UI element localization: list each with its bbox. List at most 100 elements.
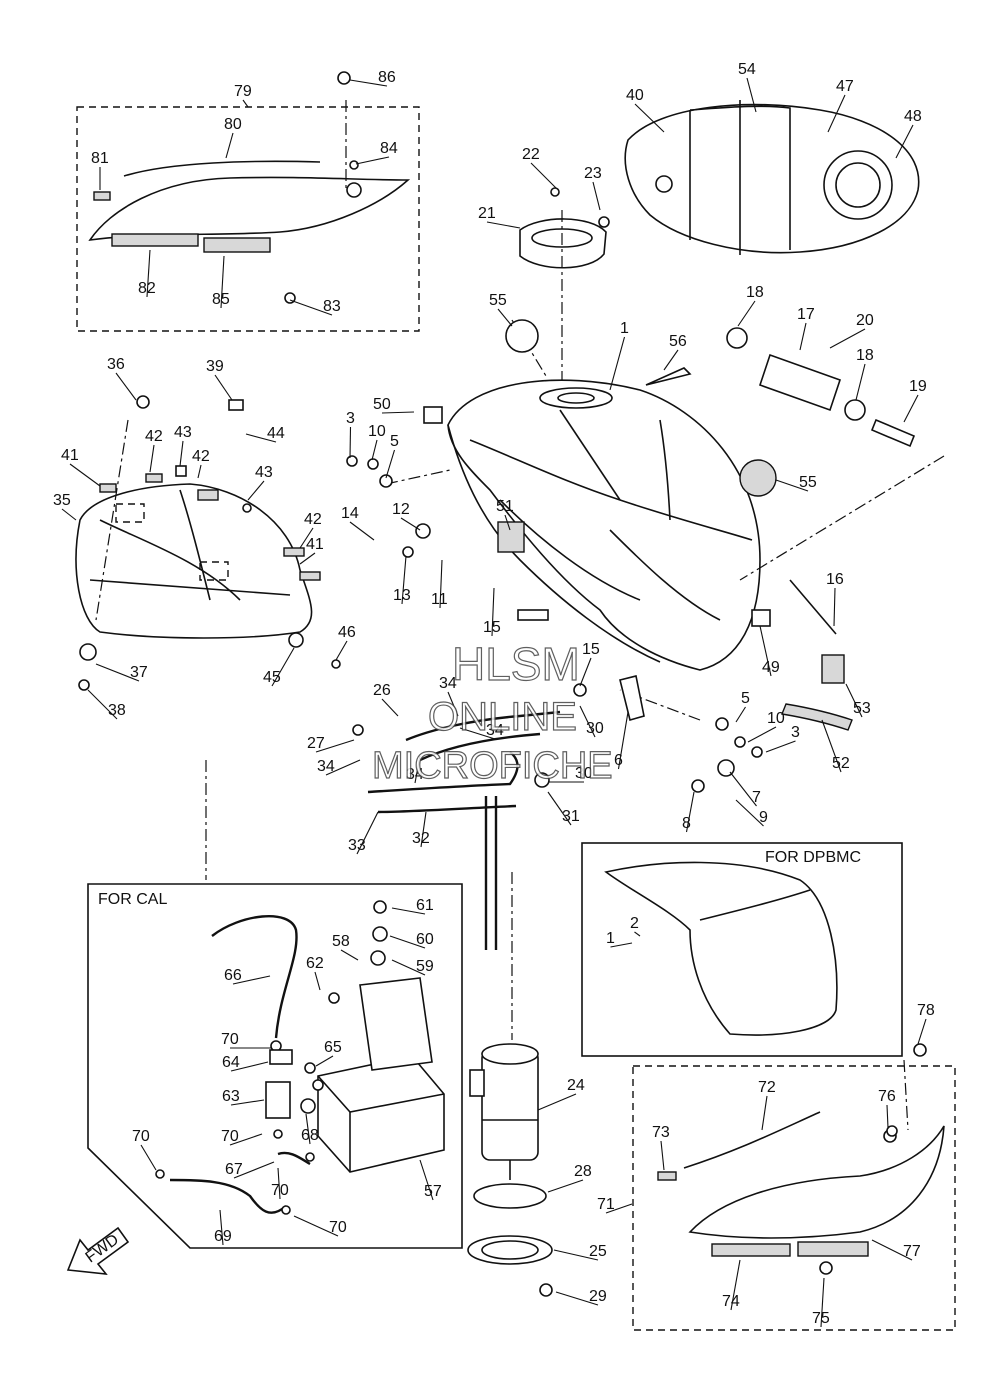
callout-30: 30 — [579, 705, 604, 738]
callout-number: 22 — [522, 146, 540, 163]
callout-43: 43 — [174, 424, 192, 467]
callout-number: 27 — [307, 735, 325, 752]
callout-number: 2 — [630, 915, 639, 932]
callout-number: 18 — [856, 347, 874, 364]
callout-number: 41 — [61, 447, 79, 464]
callout-number: 40 — [626, 87, 644, 104]
callout-3: 3 — [346, 410, 355, 459]
callout-70: 70 — [221, 1128, 263, 1146]
callout-number: 70 — [271, 1182, 289, 1199]
leader-line — [447, 691, 459, 717]
callout-28: 28 — [547, 1163, 592, 1193]
callout-number: 12 — [392, 501, 410, 518]
leader-line — [401, 555, 407, 605]
leader-line — [349, 426, 352, 459]
callout-number: 20 — [856, 312, 874, 329]
leader-line — [245, 433, 277, 443]
callout-3: 3 — [765, 724, 800, 753]
callout-14: 14 — [341, 505, 375, 541]
callout-number: 38 — [108, 702, 126, 719]
canister — [317, 977, 445, 1173]
callout-number: 5 — [390, 433, 399, 450]
callout-number: 43 — [255, 464, 273, 481]
callout-number: 85 — [212, 291, 230, 308]
callout-number: 50 — [373, 396, 391, 413]
callout-number: 56 — [669, 333, 687, 350]
leader-line — [685, 791, 695, 833]
callout-number: 3 — [346, 410, 355, 427]
callout-45: 45 — [263, 647, 295, 687]
group-box-for-dpbmc — [581, 842, 903, 1057]
leader-line — [605, 1203, 633, 1214]
hardware — [78, 71, 927, 1297]
callout-27: 27 — [307, 735, 355, 753]
callout-60: 60 — [389, 931, 434, 949]
leader-line — [799, 322, 807, 351]
callout-number: 9 — [759, 809, 768, 826]
callout-number: 55 — [489, 292, 507, 309]
callout-number: 15 — [582, 641, 600, 658]
callout-63: 63 — [222, 1088, 265, 1106]
callout-number: 47 — [836, 78, 854, 95]
callout-53: 53 — [845, 683, 871, 718]
leader-line — [821, 719, 842, 773]
leader-line — [232, 975, 271, 985]
callout-70: 70 — [221, 1031, 272, 1049]
group-box-for-cal — [87, 883, 463, 1249]
callout-11: 11 — [431, 559, 448, 609]
callout-number: 45 — [263, 669, 281, 686]
leader-line — [845, 683, 863, 718]
callout-number: 13 — [393, 587, 411, 604]
leader-line — [547, 791, 572, 826]
leader-line — [579, 657, 592, 687]
callout-number: 1 — [606, 930, 615, 947]
leader-line — [617, 711, 629, 770]
leader-line — [381, 698, 399, 717]
callout-43: 43 — [247, 464, 273, 501]
callout-40: 40 — [626, 87, 665, 133]
watermark: HLSM ONLINE MICROFICHE — [371, 637, 613, 787]
leader-line — [553, 1249, 599, 1261]
callout-75: 75 — [812, 1277, 830, 1328]
callout-20: 20 — [829, 312, 874, 349]
callout-52: 52 — [821, 719, 850, 773]
callout-46: 46 — [335, 624, 356, 661]
leader-line — [886, 1104, 889, 1129]
callout-number: 71 — [597, 1196, 615, 1213]
leader-line — [663, 349, 679, 371]
leader-line — [504, 514, 511, 531]
callout-6: 6 — [614, 711, 629, 770]
leader-line — [747, 726, 777, 743]
callout-number: 73 — [652, 1124, 670, 1141]
leader-line — [820, 1277, 825, 1328]
leader-line — [385, 449, 396, 479]
callout-2: 2 — [630, 915, 641, 937]
callout-18: 18 — [855, 347, 874, 401]
leader-line — [349, 521, 375, 541]
callout-number: 34 — [439, 675, 457, 692]
callout-number: 42 — [304, 511, 322, 528]
callout-number: 16 — [826, 571, 844, 588]
callout-number: 10 — [368, 423, 386, 440]
callout-42: 42 — [145, 428, 163, 473]
callout-number: 14 — [341, 505, 359, 522]
callout-22: 22 — [522, 146, 557, 189]
watermark-line-3: MICROFICHE — [372, 745, 613, 787]
leader-line — [737, 300, 756, 327]
leader-line — [197, 464, 202, 479]
callout-54: 54 — [738, 61, 757, 113]
callout-34: 34 — [406, 755, 424, 784]
callout-85: 85 — [212, 255, 230, 309]
callout-55: 55 — [489, 292, 513, 327]
leader-line — [219, 1209, 224, 1246]
leader-line — [592, 181, 601, 211]
leader-line — [349, 79, 388, 87]
callout-71: 71 — [597, 1196, 633, 1214]
callout-16: 16 — [826, 571, 844, 627]
callout-number: 57 — [424, 1183, 442, 1200]
callout-number: 75 — [812, 1310, 830, 1327]
callout-number: 60 — [416, 931, 434, 948]
callout-26: 26 — [373, 682, 399, 717]
leader-line — [735, 706, 746, 723]
callout-70: 70 — [132, 1128, 157, 1171]
